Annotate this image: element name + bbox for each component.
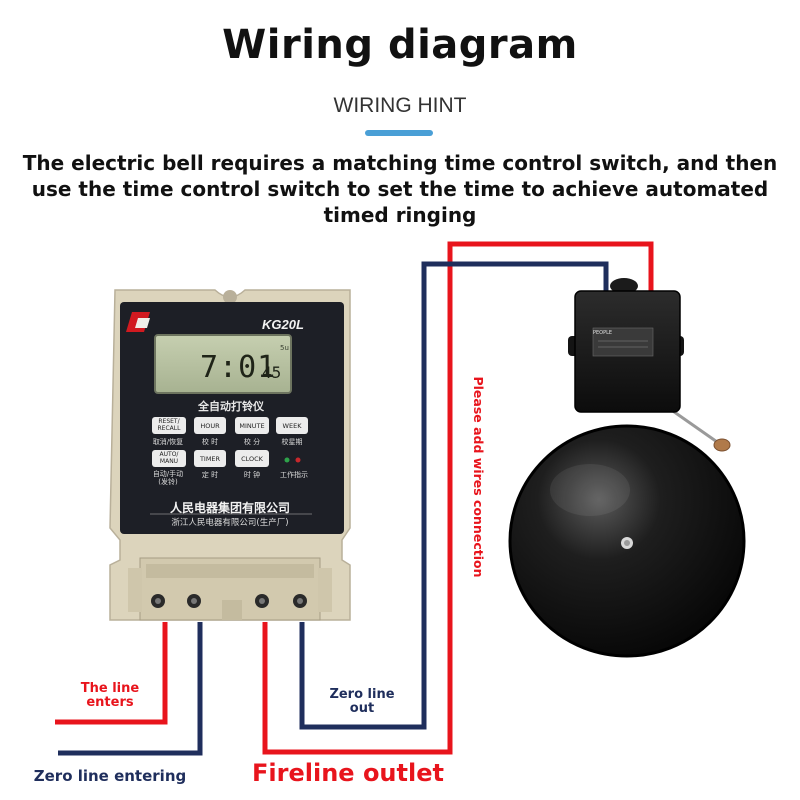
reset-recall-button[interactable]: RESET/ RECALL [157,418,181,432]
hour-caption: 校 时 [201,438,219,446]
reset-caption: 取消/恢复 [152,438,184,446]
time-control-switch [109,289,351,621]
week-button[interactable]: WEEK [282,422,302,430]
hour-button[interactable]: HOUR [200,422,220,430]
company-sub: 浙江人民电器有限公司(生产厂) [171,518,289,528]
clock-button[interactable]: CLOCK [241,455,263,463]
timer-caption: 定 时 [201,471,219,479]
indicator-caption: 工作指示 [280,471,308,479]
auto-manu-caption: 自动/手动 (发铃) [152,470,184,486]
company-name: 人民电器集团有限公司 [169,501,290,515]
lcd-seconds: 45 [262,363,282,382]
label-fireline-outlet: Fireline outlet [252,759,444,787]
minute-button[interactable]: MINUTE [239,422,265,430]
label-zero-line-entering: Zero line entering [33,767,187,785]
description-text: The electric bell requires a matching ti… [22,151,778,227]
fire-wire-in [55,622,168,725]
terminal-screws [151,594,307,608]
page-title: Wiring diagram [222,22,578,68]
device-model: KG20L [262,317,304,332]
clock-caption: 时 钟 [243,471,261,479]
electric-bell [508,278,746,658]
page-subtitle: WIRING HINT [333,94,467,117]
zero-wire-out [299,261,609,730]
accent-divider [365,130,433,136]
lcd-day: 5u [280,344,289,352]
minute-caption: 校 分 [243,438,261,446]
label-line-enters: The line enters [80,681,140,710]
device-buttons [152,417,308,467]
fire-wire-out [262,241,654,755]
timer-button[interactable]: TIMER [199,455,221,463]
label-zero-line-out: Zero line out [329,687,395,716]
label-add-wires: Please add wires connection [471,376,486,578]
wires [55,241,654,756]
bell-nameplate-brand: PEOPLE [593,330,613,336]
auto-manu-button[interactable]: AUTO/ MANU [159,451,179,465]
zero-wire-in [58,622,203,756]
week-caption: 校星期 [281,438,303,446]
lcd-time: 7:01 [200,350,277,385]
device-chinese-title: 全自动打铃仪 [198,400,264,413]
